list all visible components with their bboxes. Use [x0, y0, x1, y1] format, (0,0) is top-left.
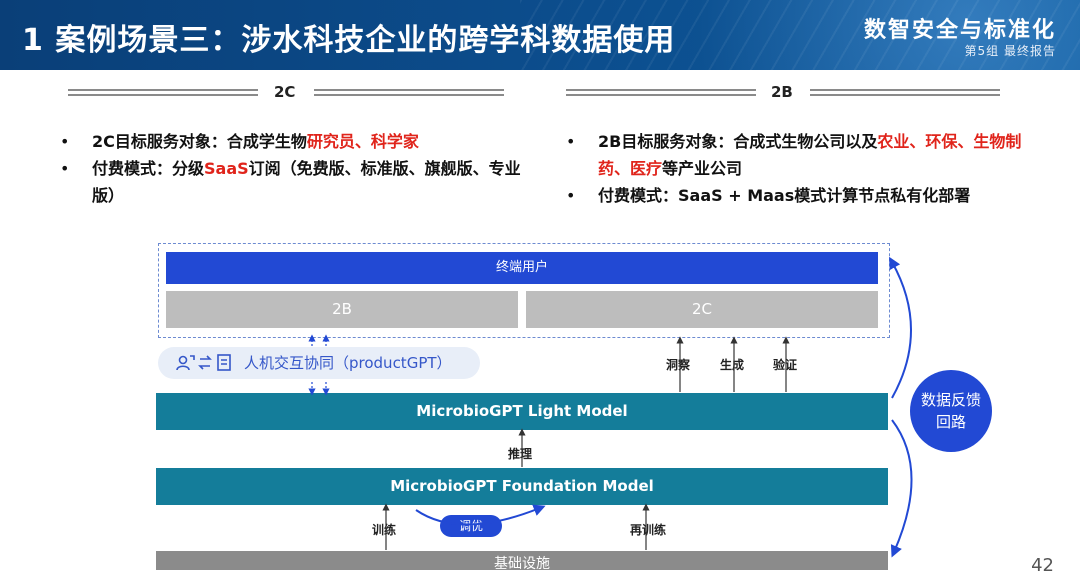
bullet-2c-target: 2C目标服务对象：合成学生物研究员、科学家	[60, 128, 530, 155]
brand-subtitle: 第5组 最终报告	[964, 44, 1056, 58]
label-verify: 验证	[773, 358, 798, 372]
feedback-lower-curve	[890, 419, 913, 558]
divider-2b	[566, 88, 1000, 98]
label-insight: 洞察	[666, 358, 691, 372]
feedback-line-2: 回路	[935, 413, 966, 431]
infrastructure-bar: 基础设施	[156, 551, 888, 570]
section-label-2b: 2B	[771, 83, 793, 101]
bullets-2b: 2B目标服务对象：合成式生物公司以及农业、环保、生物制药、医疗等产业公司 付费模…	[566, 128, 1046, 209]
bullet-2b-payment: 付费模式：SaaS + Maas模式计算节点私有化部署	[566, 182, 1046, 209]
divider-2c	[68, 88, 504, 98]
feedback-loop-badge: 数据反馈 回路	[910, 370, 992, 452]
bullets-2c: 2C目标服务对象：合成学生物研究员、科学家 付费模式：分级SaaS订阅（免费版、…	[60, 128, 530, 209]
foundation-model-bar: MicrobioGPT Foundation Model	[156, 468, 888, 505]
bullet-2c-payment: 付费模式：分级SaaS订阅（免费版、标准版、旗舰版、专业版）	[60, 155, 530, 209]
header-decoration	[520, 0, 1080, 70]
feedback-line-1: 数据反馈	[920, 391, 981, 409]
interaction-icons	[174, 347, 238, 390]
end-user-frame	[158, 243, 890, 338]
end-users-bar: 终端用户	[166, 252, 878, 284]
interaction-label: 人机交互协同（productGPT）	[244, 354, 452, 372]
bullet-2b-target: 2B目标服务对象：合成式生物公司以及农业、环保、生物制药、医疗等产业公司	[566, 128, 1046, 182]
light-model-bar: MicrobioGPT Light Model	[156, 393, 888, 430]
output-arrows	[382, 336, 790, 550]
page-title: 1 案例场景三：涉水科技企业的跨学科数据使用	[22, 23, 676, 58]
label-generate: 生成	[720, 358, 745, 372]
exchange-icon	[198, 355, 212, 370]
pill-up-arrows	[308, 334, 330, 396]
label-inference: 推理	[508, 447, 533, 461]
page-number: 42	[1031, 555, 1054, 576]
brand-title: 数智安全与标准化	[863, 18, 1056, 43]
tune-pill: 调优	[440, 515, 502, 537]
person-chat-icon	[176, 355, 195, 371]
interaction-pill: 人机交互协同（productGPT）	[158, 347, 480, 379]
header-banner: 1 案例场景三：涉水科技企业的跨学科数据使用 数智安全与标准化 第5组 最终报告	[0, 0, 1080, 70]
document-icon	[217, 354, 231, 371]
tune-arrow	[415, 504, 546, 526]
label-train: 训练	[372, 523, 397, 537]
section-label-2c: 2C	[274, 83, 296, 101]
box-2c: 2C	[526, 291, 878, 328]
label-retrain: 再训练	[630, 523, 667, 537]
box-2b: 2B	[166, 291, 518, 328]
feedback-upper-curve	[889, 256, 912, 399]
